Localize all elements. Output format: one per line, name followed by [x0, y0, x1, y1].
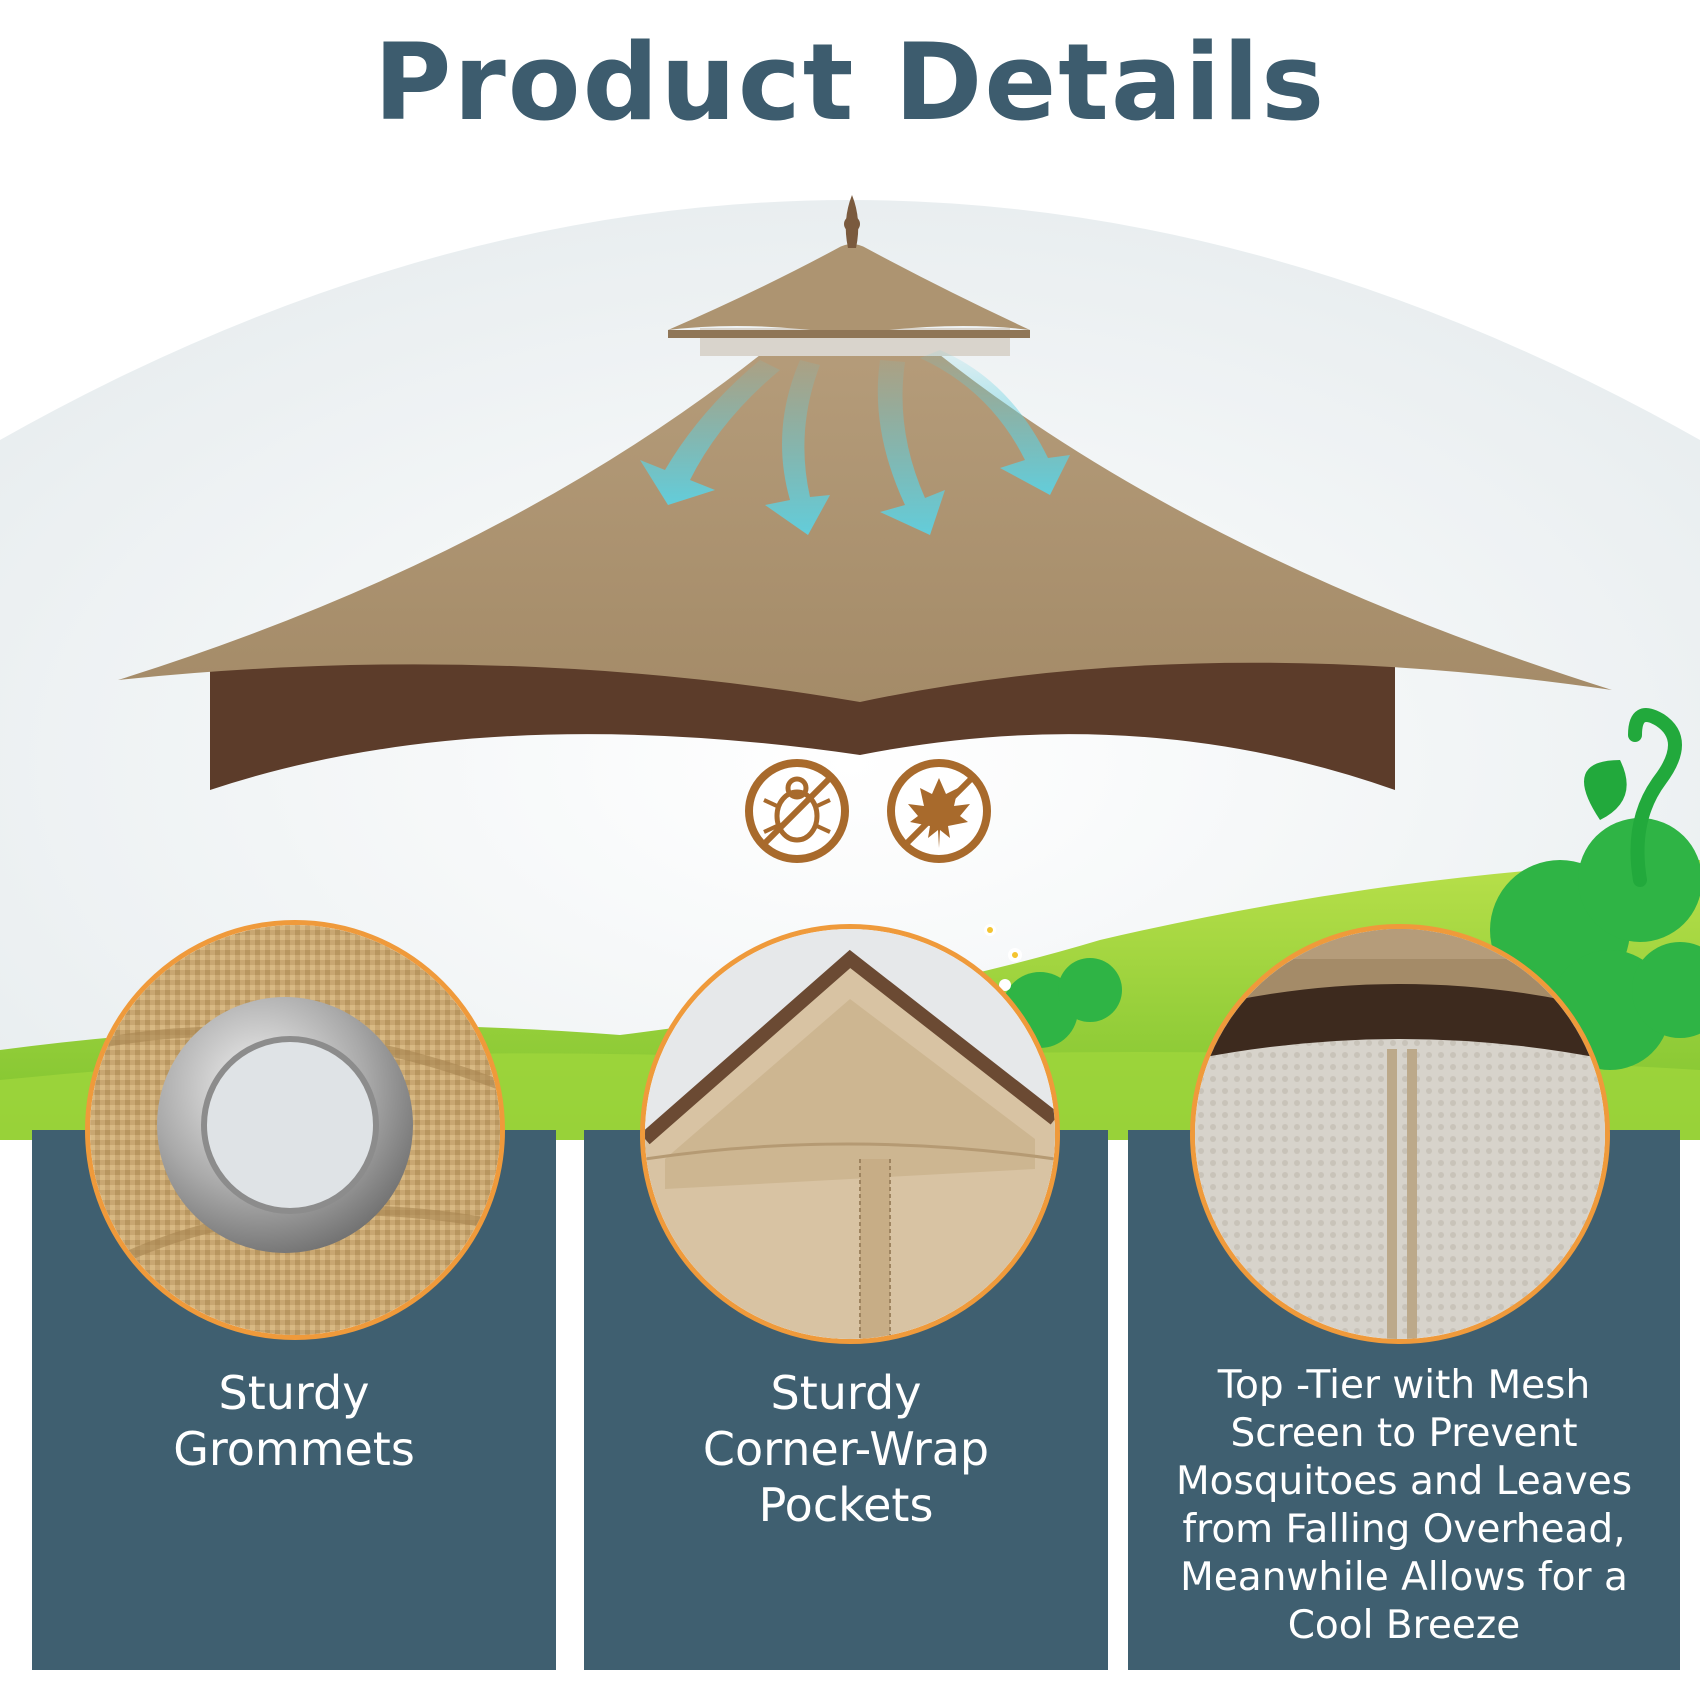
mesh-screen-detail-image	[1190, 924, 1610, 1344]
feature-caption-corner-pockets: Sturdy Corner-Wrap Pockets	[702, 1366, 990, 1532]
gazebo-canopy-illustration	[118, 195, 1612, 790]
grommet-detail-image	[85, 920, 505, 1340]
corner-pocket-icon	[645, 929, 1055, 1339]
canopy-top-tier	[668, 244, 1030, 335]
sprout	[1628, 708, 1682, 887]
page-title: Product Details	[373, 21, 1327, 144]
canopy-valance	[210, 650, 1395, 790]
feature-caption-grommets: Sturdy Grommets	[173, 1366, 415, 1476]
corner-pocket-detail-image	[640, 924, 1060, 1344]
canopy-main	[118, 342, 1612, 702]
flowers	[984, 924, 1022, 991]
sprout-leaf	[1584, 760, 1627, 820]
no-insects-icon	[745, 759, 849, 863]
feature-caption-mesh-screen: Top -Tier with Mesh Screen to Prevent Mo…	[1175, 1363, 1633, 1648]
mesh-screen-icon	[1195, 929, 1605, 1339]
airflow-arrows	[640, 350, 1070, 535]
maple-leaf-icon	[887, 759, 991, 863]
grommet-icon	[90, 925, 500, 1335]
